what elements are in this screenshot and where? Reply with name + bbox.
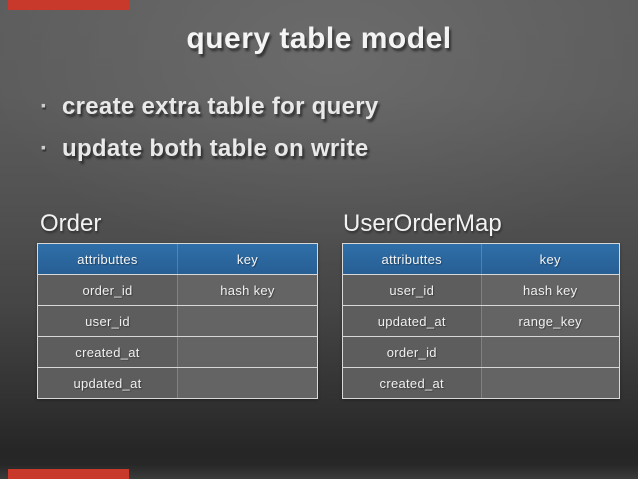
cell-attribute: user_id bbox=[343, 275, 481, 305]
cell-key: range_key bbox=[480, 306, 619, 336]
cell-key: hash key bbox=[177, 275, 317, 305]
cell-key: hash key bbox=[480, 275, 619, 305]
bullet-item: · create extra table for query bbox=[40, 93, 379, 121]
cell-key bbox=[480, 337, 619, 367]
table-row: created_at bbox=[38, 336, 317, 367]
userordermap-table: attributtes key user_id hash key updated… bbox=[342, 243, 620, 399]
red-accent-bar-top bbox=[8, 0, 129, 10]
header-cell-attributes: attributtes bbox=[381, 251, 442, 267]
cell-attribute: updated_at bbox=[38, 368, 177, 398]
cell-attribute: user_id bbox=[38, 306, 177, 336]
cell-attribute: updated_at bbox=[343, 306, 481, 336]
cell-attribute: created_at bbox=[343, 368, 481, 398]
table-row: created_at bbox=[343, 367, 619, 398]
table-row: order_id hash key bbox=[38, 274, 317, 305]
bullet-item: · update both table on write bbox=[40, 135, 379, 163]
bullet-dot-icon: · bbox=[40, 135, 48, 162]
table-header-row: attributtes key bbox=[38, 244, 317, 274]
cell-key bbox=[177, 337, 317, 367]
bullet-list: · create extra table for query · update … bbox=[40, 93, 379, 177]
table-row: updated_at range_key bbox=[343, 305, 619, 336]
table-row: updated_at bbox=[38, 367, 317, 398]
cell-attribute: created_at bbox=[38, 337, 177, 367]
cell-key bbox=[480, 368, 619, 398]
header-cell-attributes: attributtes bbox=[77, 251, 138, 267]
table-label-userordermap: UserOrderMap bbox=[343, 210, 502, 237]
bullet-dot-icon: · bbox=[40, 93, 48, 120]
cell-key bbox=[177, 306, 317, 336]
table-label-order: Order bbox=[40, 210, 102, 237]
cell-key bbox=[177, 368, 317, 398]
header-cell-key: key bbox=[480, 244, 620, 274]
table-row: user_id hash key bbox=[343, 274, 619, 305]
slide-title: query table model bbox=[186, 22, 452, 55]
bullet-text: update both table on write bbox=[62, 135, 369, 162]
cell-attribute: order_id bbox=[343, 337, 481, 367]
header-cell-key: key bbox=[177, 244, 317, 274]
bullet-text: create extra table for query bbox=[62, 93, 379, 120]
table-row: user_id bbox=[38, 305, 317, 336]
table-row: order_id bbox=[343, 336, 619, 367]
cell-attribute: order_id bbox=[38, 275, 177, 305]
order-table: attributtes key order_id hash key user_i… bbox=[37, 243, 318, 399]
table-header-row: attributtes key bbox=[343, 244, 619, 274]
red-accent-bar-bottom bbox=[8, 469, 129, 479]
